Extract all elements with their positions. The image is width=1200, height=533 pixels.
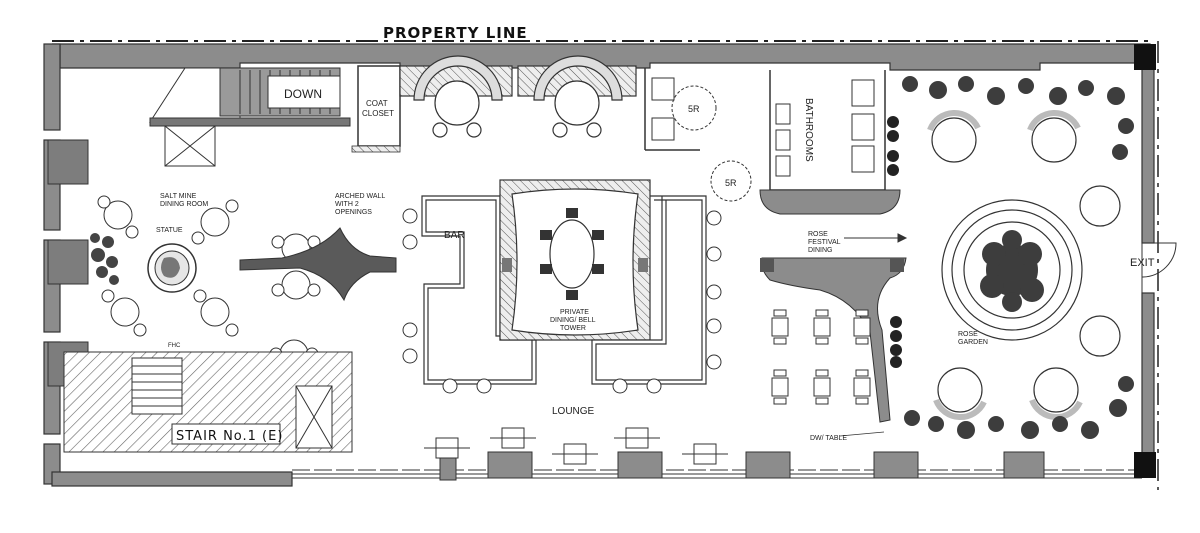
fhc-label: FHC <box>168 343 181 349</box>
lounge-tables <box>424 427 728 465</box>
rose-garden-tree <box>980 230 1044 312</box>
divider-cap-left <box>760 258 774 272</box>
bar-stools-right <box>612 210 722 394</box>
arched-wall <box>239 227 397 302</box>
salt-mine-tables <box>97 195 321 369</box>
bar-stools-left <box>402 208 492 394</box>
statue-label: STATUE <box>156 227 183 234</box>
bar-counter-right <box>591 195 707 385</box>
rose-garden-center <box>941 199 1083 341</box>
property-line <box>52 40 1159 490</box>
left-pilasters <box>47 139 89 387</box>
dw-table-leader <box>839 431 885 437</box>
perimeter-shrubs <box>902 76 1134 439</box>
rose-festival-tables <box>771 309 871 405</box>
bathroom-fixtures <box>759 79 901 215</box>
exit-label: EXIT <box>1130 257 1155 269</box>
down-label: DOWN <box>284 87 322 101</box>
stair-label: STAIR No.1 (E) <box>176 429 283 444</box>
coat-closet-hatch <box>351 145 401 153</box>
planter-left <box>90 233 119 285</box>
private-dining-room <box>499 179 651 341</box>
rose-garden-tables <box>927 109 1121 421</box>
bathroom-planters <box>887 116 899 176</box>
dw-table-label: DW/ TABLE <box>810 435 847 442</box>
bathrooms-label: BATHROOMS <box>803 98 814 162</box>
small-rooms <box>651 77 752 202</box>
lounge-label: LOUNGE <box>552 406 595 417</box>
stair-down <box>149 67 351 167</box>
stair-no1 <box>63 351 353 453</box>
divider-cap-right <box>890 258 904 272</box>
bottom-window-wall <box>292 44 1156 481</box>
sr-label-2: 5R <box>725 178 737 188</box>
sr-label-1: 5R <box>688 104 700 114</box>
divider-planters <box>890 316 902 368</box>
exit-door <box>1141 242 1177 293</box>
statue <box>147 243 197 293</box>
property-line-label: PROPERTY LINE <box>383 24 528 42</box>
top-booths <box>399 55 637 138</box>
bar-label: BAR <box>444 230 465 241</box>
direction-arrow <box>844 233 908 243</box>
